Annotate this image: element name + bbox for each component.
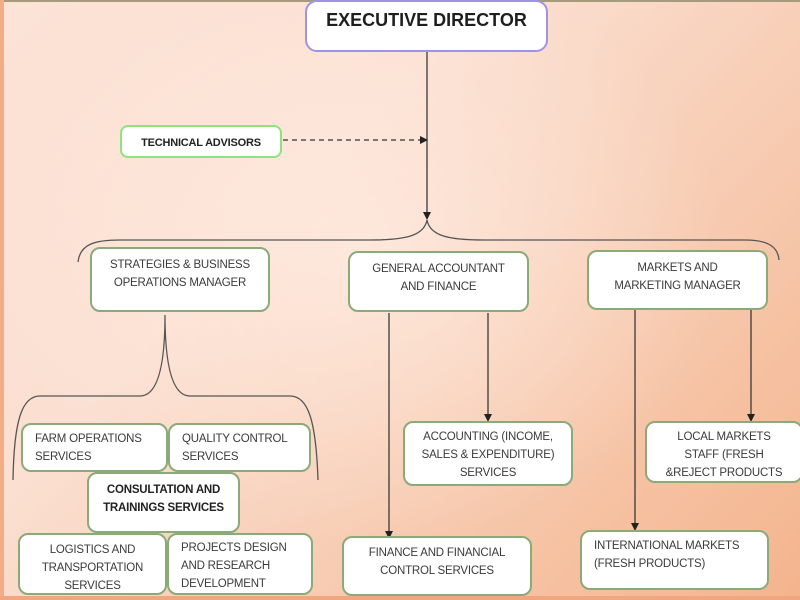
technical-advisors-label: TECHNICAL ADVISORS <box>141 137 261 149</box>
accounting-line-3: SERVICES <box>459 467 517 479</box>
finance-manager-line-2: AND FINANCE <box>400 281 477 293</box>
executive-director-label: EXECUTIVE DIRECTOR <box>326 10 527 30</box>
logistics-line-1: LOGISTICS AND <box>49 544 136 556</box>
markets-manager-node[interactable]: MARKETS AND MARKETING MANAGER <box>587 250 768 310</box>
farm-operations-node[interactable]: FARM OPERATIONS SERVICES <box>21 423 168 472</box>
finance-manager-node[interactable]: GENERAL ACCOUNTANT AND FINANCE <box>348 251 529 312</box>
accounting-line-2: SALES & EXPENDITURE) <box>421 449 555 461</box>
accounting-line-1: ACCOUNTING (INCOME, <box>423 431 553 443</box>
bottom-border <box>0 596 800 600</box>
international-markets-node[interactable]: INTERNATIONAL MARKETS (FRESH PRODUCTS) <box>580 530 769 590</box>
finance-manager-line-1: GENERAL ACCOUNTANT <box>372 263 505 275</box>
markets-manager-line-1: MARKETS AND <box>637 262 718 274</box>
local-markets-node[interactable]: LOCAL MARKETS STAFF (FRESH &REJECT PRODU… <box>645 421 800 483</box>
local-markets-line-3: &REJECT PRODUCTS <box>665 467 783 479</box>
executive-director-node[interactable]: EXECUTIVE DIRECTOR <box>305 0 548 52</box>
consultation-trainings-line-1: CONSULTATION AND <box>106 484 221 496</box>
logistics-line-3: SERVICES <box>64 580 121 592</box>
quality-control-line-1: QUALITY CONTROL <box>182 433 288 445</box>
strategies-manager-line-1: STRATEGIES & BUSINESS <box>109 259 250 271</box>
financial-control-node[interactable]: FINANCE AND FINANCIAL CONTROL SERVICES <box>342 536 532 596</box>
left-border <box>0 0 4 600</box>
markets-manager-line-2: MARKETING MANAGER <box>614 280 741 292</box>
projects-design-line-1: PROJECTS DESIGN <box>181 542 287 554</box>
strategies-manager-line-2: OPERATIONS MANAGER <box>113 277 247 289</box>
international-markets-line-1: INTERNATIONAL MARKETS <box>594 540 740 552</box>
financial-control-line-2: CONTROL SERVICES <box>380 565 494 577</box>
consultation-trainings-line-2: TRAININGS SERVICES <box>103 502 224 514</box>
quality-control-line-2: SERVICES <box>182 451 239 463</box>
farm-operations-line-2: SERVICES <box>35 451 92 463</box>
international-markets-line-2: (FRESH PRODUCTS) <box>594 558 706 570</box>
local-markets-line-1: LOCAL MARKETS <box>677 431 771 443</box>
farm-operations-line-1: FARM OPERATIONS <box>35 433 142 445</box>
logistics-line-2: TRANSPORTATION <box>41 562 144 574</box>
technical-advisors-node[interactable]: TECHNICAL ADVISORS <box>120 125 282 158</box>
logistics-transportation-node[interactable]: LOGISTICS AND TRANSPORTATION SERVICES <box>18 533 167 595</box>
projects-design-line-2: AND RESEARCH <box>181 560 270 572</box>
projects-design-line-3: DEVELOPMENT <box>181 578 266 590</box>
financial-control-line-1: FINANCE AND FINANCIAL <box>368 547 506 559</box>
brace-strategies-services <box>12 314 319 481</box>
accounting-node[interactable]: ACCOUNTING (INCOME, SALES & EXPENDITURE)… <box>403 421 573 486</box>
consultation-trainings-node[interactable]: CONSULTATION AND TRAININGS SERVICES <box>87 472 240 533</box>
local-markets-line-2: STAFF (FRESH <box>684 449 764 461</box>
projects-design-node[interactable]: PROJECTS DESIGN AND RESEARCH DEVELOPMENT <box>167 533 313 595</box>
quality-control-node[interactable]: QUALITY CONTROL SERVICES <box>168 423 311 472</box>
brace-managers <box>77 219 780 263</box>
strategies-manager-node[interactable]: STRATEGIES & BUSINESS OPERATIONS MANAGER <box>90 247 270 312</box>
